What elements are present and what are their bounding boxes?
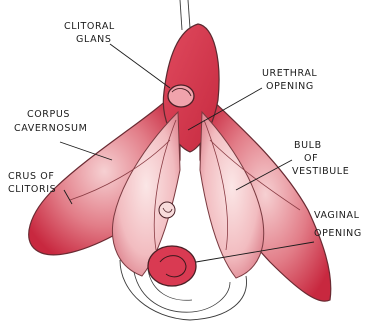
label-bulb-of-vestibule: BULB OF VESTIBULE [292, 140, 349, 177]
top-sketch-line [180, 0, 182, 30]
label-urethral-opening: URETHRAL OPENING [262, 68, 321, 92]
label-corpus-cavernosum: CORPUS CAVERNOSUM [14, 109, 87, 134]
label-vaginal-opening: VAGINAL OPENING [314, 210, 363, 239]
label-clitoral-glans: CLITORAL GLANS [64, 21, 118, 45]
label-crus-of-clitoris: CRUS OF CLITORIS [8, 171, 58, 195]
leader-clitoral-glans [110, 44, 170, 88]
urethral-opening-shape [159, 202, 175, 218]
top-sketch-line [188, 0, 190, 28]
vaginal-opening-shape [148, 246, 196, 286]
